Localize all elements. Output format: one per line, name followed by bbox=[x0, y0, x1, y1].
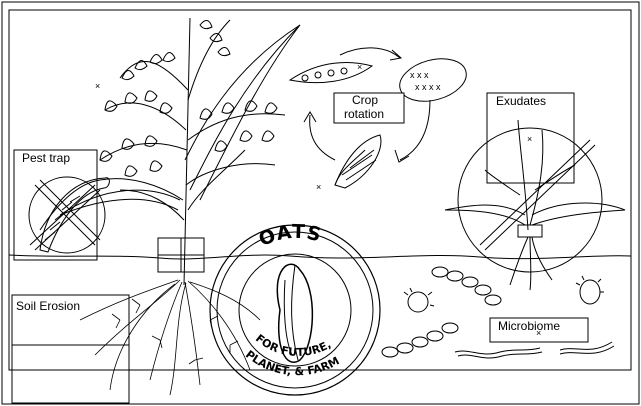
svg-text:x x x: x x x bbox=[410, 70, 429, 80]
microbiome-panel: Microbiome bbox=[381, 266, 615, 359]
pea-pod bbox=[288, 62, 374, 84]
exudates-panel: Exudates bbox=[444, 92, 626, 291]
corn-cob bbox=[334, 134, 382, 189]
svg-text:x x x x: x x x x bbox=[415, 82, 441, 92]
soil-line bbox=[8, 254, 632, 260]
svg-text:×: × bbox=[316, 182, 321, 192]
oat-roots bbox=[79, 279, 261, 396]
soil-erosion-label: Soil Erosion bbox=[16, 299, 80, 313]
oat-plant bbox=[39, 17, 301, 286]
arrow-right bbox=[399, 99, 431, 161]
oats-badge: OATS FOR FUTURE, PLANET, & FARM bbox=[209, 221, 381, 396]
crop-rotation-cycle: x x x x x x x Crop rotation bbox=[288, 47, 467, 189]
microbiome-label: Microbiome bbox=[498, 319, 560, 333]
seed-head bbox=[399, 58, 467, 102]
svg-text:×: × bbox=[536, 328, 541, 338]
svg-text:×: × bbox=[357, 62, 362, 72]
soil-erosion-panel: Soil Erosion bbox=[11, 294, 130, 404]
svg-text:×: × bbox=[527, 134, 532, 144]
crop-rotation-label-line1: Crop bbox=[352, 93, 378, 107]
exudates-label: Exudates bbox=[496, 94, 546, 108]
arrow-left bbox=[309, 114, 336, 161]
crop-rotation-label-line2: rotation bbox=[344, 107, 384, 121]
oat-grain-icon bbox=[276, 263, 314, 363]
pest-trap-label: Pest trap bbox=[22, 151, 70, 165]
pest-trap-panel: Pest trap bbox=[13, 149, 110, 261]
svg-text:×: × bbox=[95, 81, 100, 91]
arrow-top bbox=[339, 47, 401, 59]
reference-markers: × × × × × bbox=[95, 62, 541, 338]
inner-frame bbox=[8, 9, 632, 371]
